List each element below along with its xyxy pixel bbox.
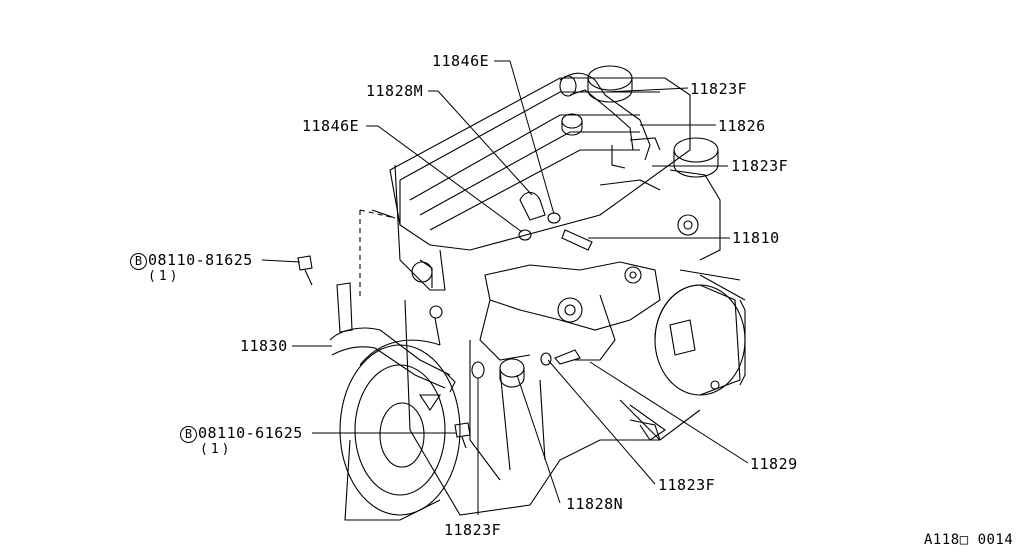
label-11846E-top: 11846E bbox=[432, 52, 490, 70]
label-11823F-top: 11823F bbox=[690, 80, 748, 98]
bolt-qty-lower: (1) bbox=[200, 442, 233, 457]
label-11810: 11810 bbox=[732, 229, 780, 247]
hose-bracket bbox=[336, 282, 353, 333]
hose-fitting bbox=[499, 358, 525, 378]
bolt-lower bbox=[454, 422, 471, 438]
pcv-valve bbox=[561, 229, 593, 251]
bolt-prefix-circle: B bbox=[180, 426, 197, 443]
label-11830: 11830 bbox=[240, 337, 288, 355]
bolt-number: 08110-61625 bbox=[198, 424, 303, 442]
water-outlet bbox=[484, 261, 661, 331]
label-11828M: 11828M bbox=[366, 82, 424, 100]
elbow-pipe bbox=[519, 191, 546, 221]
cylinder-head-end bbox=[394, 164, 446, 291]
breather-hose bbox=[559, 72, 651, 161]
label-11823F-lower: 11823F bbox=[658, 476, 716, 494]
leader-lines bbox=[261, 60, 749, 515]
oil-filler-cap bbox=[561, 113, 583, 129]
label-11826: 11826 bbox=[718, 117, 766, 135]
label-11829: 11829 bbox=[750, 455, 798, 473]
heater-hose bbox=[329, 327, 451, 376]
label-11823F-mid: 11823F bbox=[731, 157, 789, 175]
thermostat-housing bbox=[673, 137, 719, 163]
bolt-qty-upper: (1) bbox=[148, 269, 181, 284]
label-11828N: 11828N bbox=[566, 495, 624, 513]
label-11823F-bottom: 11823F bbox=[444, 521, 502, 539]
figure-code: A118□ 0014 bbox=[924, 532, 1014, 548]
bolt-prefix-circle: B bbox=[130, 253, 147, 270]
bolt-number: 08110-81625 bbox=[148, 251, 253, 269]
bolt-upper bbox=[297, 255, 313, 271]
label-11846E-left: 11846E bbox=[302, 117, 360, 135]
